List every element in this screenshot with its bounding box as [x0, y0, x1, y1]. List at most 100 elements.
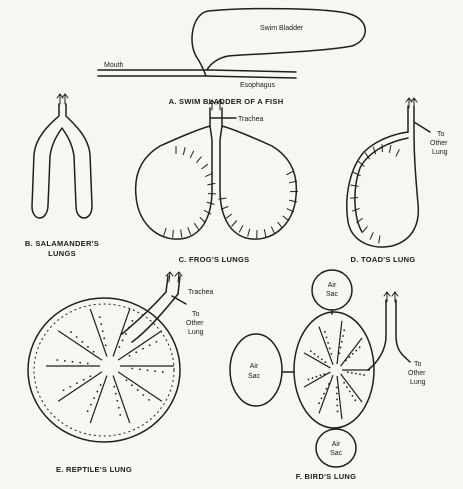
stipple-dot	[324, 361, 326, 363]
stipple-dot	[352, 395, 354, 397]
ridge-line	[164, 228, 166, 236]
swim-bladder-label: Swim Bladder	[260, 25, 304, 32]
stipple-dot	[347, 371, 349, 373]
stipple-dot	[113, 386, 115, 388]
stipple-dot	[336, 387, 338, 389]
salamander-lungs-outline	[32, 104, 92, 218]
panel-b-salamander-lungs: B. SALAMANDER'S LUNGS	[25, 94, 99, 258]
air-sac-left-label-2: Sac	[248, 373, 261, 380]
stipple-dot	[102, 330, 104, 332]
ridge-line	[113, 309, 130, 357]
stipple-dot	[119, 346, 121, 348]
stipple-dot	[87, 363, 89, 365]
ridge-line	[319, 375, 333, 413]
ridge-line	[283, 216, 289, 221]
stipple-dot	[103, 337, 105, 339]
reptile-to-other-lung-label-1: To	[192, 311, 200, 318]
bird-septa	[304, 321, 370, 419]
stipple-dot	[131, 368, 133, 370]
reptile-to-other-lung-label-3: Lung	[188, 329, 204, 336]
panel-b-caption-line2: LUNGS	[48, 249, 76, 258]
stipple-dot	[308, 379, 310, 381]
stipple-dot	[349, 391, 351, 393]
ridge-line	[341, 374, 362, 402]
stipple-dot	[340, 347, 342, 349]
panel-c-caption: C. FROG'S LUNGS	[179, 255, 250, 264]
frog-trachea-label: Trachea	[238, 116, 264, 123]
stipple-dot	[343, 382, 345, 384]
stipple-dot	[135, 351, 137, 353]
toad-trachea	[408, 106, 430, 132]
ridge-line	[389, 145, 391, 153]
stipple-dot	[336, 399, 338, 401]
bird-to-other-lung-label-3: Lung	[410, 379, 426, 386]
panel-f-caption: F. BIRD'S LUNG	[296, 472, 357, 481]
panel-d-caption: D. TOAD'S LUNG	[350, 255, 415, 264]
esophagus-label: Esophagus	[240, 82, 276, 89]
stipple-dot	[129, 355, 131, 357]
stipple-dot	[336, 405, 338, 407]
stipple-dot	[359, 346, 361, 348]
stipple-dot	[348, 356, 350, 358]
stipple-dot	[352, 353, 354, 355]
ridge-line	[190, 151, 194, 158]
ridge-line	[188, 227, 191, 234]
stipple-dot	[324, 331, 326, 333]
stipple-dot	[63, 389, 65, 391]
panel-a-caption: A. SWIM BLADDER OF A FISH	[169, 97, 284, 106]
stipple-dot	[118, 407, 120, 409]
stipple-dot	[316, 376, 318, 378]
panel-a-swim-bladder: Swim Bladder Mouth Esophagus A. SWIM BLA…	[98, 9, 365, 106]
stipple-dot	[317, 356, 319, 358]
bird-to-other-lung-label-2: Other	[408, 370, 426, 377]
ridge-line	[304, 353, 330, 368]
air-sac-top	[312, 270, 352, 310]
ridge-line	[173, 230, 174, 238]
stipple-dot	[87, 410, 89, 412]
ridge-line	[351, 185, 359, 186]
stipple-dot	[312, 377, 314, 379]
panel-e-reptile-lung: Trachea To Other Lung E. REPTILE'S LUNG	[28, 272, 214, 474]
stipple-dot	[100, 323, 102, 325]
stipple-dot	[69, 386, 71, 388]
air-sac-bottom-label-2: Sac	[330, 450, 343, 457]
ridge-line	[337, 321, 342, 364]
swim-bladder-outline	[192, 9, 365, 70]
ridge-line	[239, 225, 243, 232]
ridge-line	[90, 309, 107, 357]
air-sac-left	[230, 334, 282, 406]
stipple-dot	[310, 350, 312, 352]
ridge-line	[337, 376, 342, 419]
ridge-line	[58, 372, 102, 401]
stipple-dot	[100, 384, 102, 386]
stipple-dot	[126, 379, 128, 381]
stipple-dot	[125, 333, 127, 335]
ridge-line	[353, 172, 360, 175]
stipple-dot	[142, 394, 144, 396]
stipple-dot	[76, 382, 78, 384]
stipple-dot	[131, 320, 133, 322]
ridge-line	[396, 149, 400, 156]
stipple-dot	[96, 391, 98, 393]
ridge-line	[181, 230, 182, 238]
ridge-line	[201, 164, 207, 169]
toad-to-other-lung-label-1: To	[437, 131, 445, 138]
stipple-dot	[105, 344, 107, 346]
air-sac-left-label-1: Air	[250, 363, 259, 370]
frog-left-lung	[136, 126, 212, 239]
panel-e-caption: E. REPTILE'S LUNG	[56, 465, 132, 474]
ridge-line	[200, 217, 206, 222]
panel-c-frog-lungs: Trachea C. FROG'S LUNGS	[136, 100, 298, 264]
toad-lung-inner	[355, 138, 408, 232]
ridge-line	[118, 372, 162, 401]
stipple-dot	[351, 372, 353, 374]
stipple-dot	[81, 341, 83, 343]
mouth-label: Mouth	[104, 62, 124, 69]
stipple-dot	[355, 350, 357, 352]
stipple-dot	[320, 374, 322, 376]
ridge-line	[183, 147, 185, 155]
air-sac-bottom	[316, 429, 356, 467]
stipple-dot	[327, 342, 329, 344]
air-sac-top-label-2: Sac	[326, 291, 339, 298]
esophagus-tube	[98, 70, 296, 78]
